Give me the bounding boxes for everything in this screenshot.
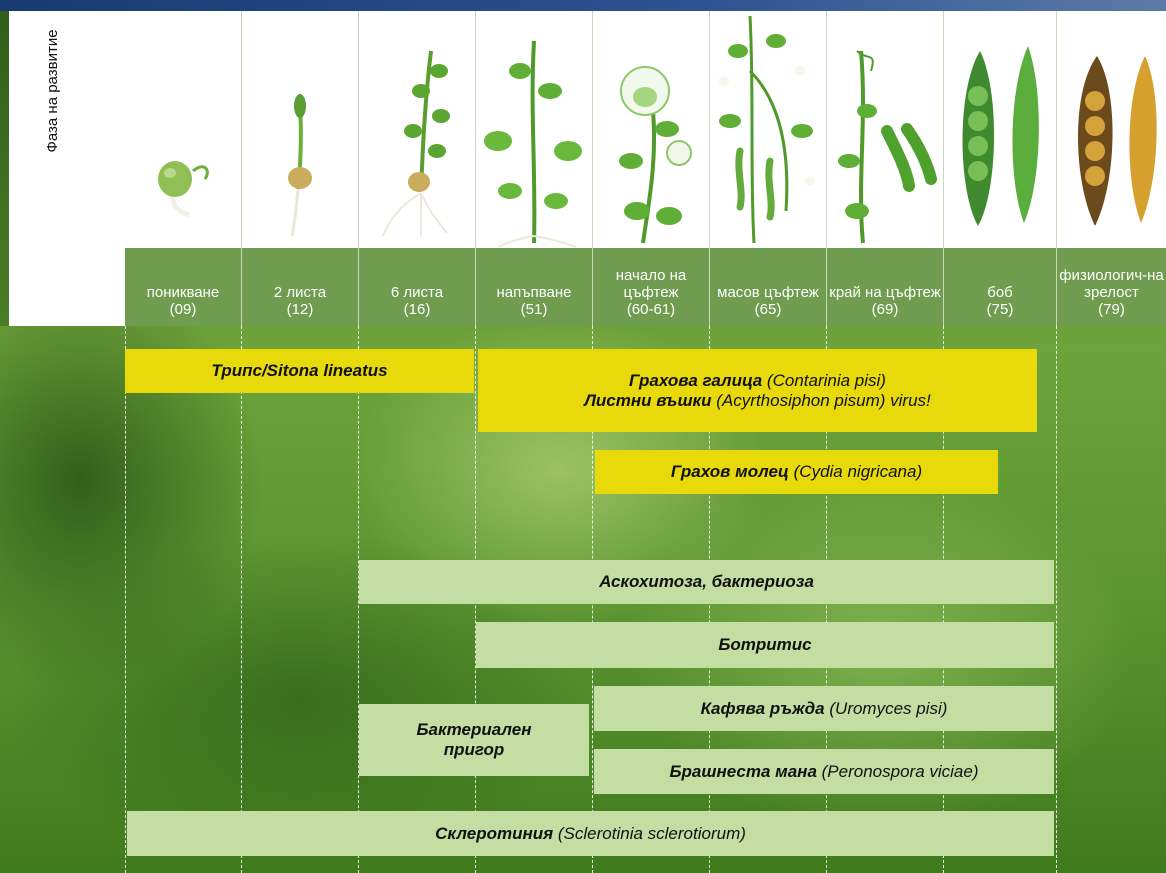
budding-plant-icon [484, 40, 582, 248]
stage-guide-line [241, 326, 242, 873]
stage-end-flowering: край на цъфтеж (69) [827, 11, 943, 326]
stage-guide-line [1056, 326, 1057, 873]
two-leaf-seedling-icon [288, 94, 312, 237]
disease-bar-ascochyta: Аскохитоза, бактериоза [359, 560, 1054, 604]
stage-name: 6 листа [390, 284, 444, 301]
stage-code: (51) [520, 301, 548, 318]
disease-name: Склеротиния [435, 823, 554, 843]
disease-name: Аскохитоза, бактериоза [599, 572, 814, 591]
disease-latin: (Peronospora viciae) [821, 761, 979, 781]
disease-bar-rust: Кафява ръжда (Uromyces pisi) [594, 686, 1054, 731]
stage-2-leaves: 2 листа (12) [242, 11, 358, 326]
column-separator [358, 11, 359, 326]
stage-label: край на цъфтеж (69) [827, 248, 943, 326]
end-flowering-icon [838, 50, 937, 244]
stage-code: (79) [1098, 301, 1125, 318]
left-edge-decoration [0, 11, 9, 326]
stage-pod: боб (75) [944, 11, 1056, 326]
column-separator [241, 11, 242, 326]
stage-6-leaves: 6 листа (16) [359, 11, 475, 326]
row-title: Фаза на развитие [44, 29, 61, 153]
stage-code: (75) [986, 301, 1014, 318]
stage-name: поникване [146, 284, 220, 301]
stage-label: боб (75) [944, 248, 1056, 326]
stage-name: физиологич-на зрелост [1059, 267, 1164, 301]
column-separator [826, 11, 827, 326]
pest-bar-midge-aphids: Грахова галица (Contarinia pisi) Листни … [478, 349, 1037, 432]
pest-name: Грахов молец [670, 462, 789, 481]
column-separator [709, 11, 710, 326]
pest-latin: (Contarinia pisi) [766, 370, 886, 390]
top-banner [0, 0, 1166, 11]
disease-name: Кафява ръжда [700, 698, 825, 718]
stage-full-flowering: масов цъфтеж (65) [710, 11, 826, 326]
disease-bar-downy-mildew: Брашнеста мана (Peronospora viciae) [594, 749, 1054, 794]
column-separator [475, 11, 476, 326]
ripe-pod-icon [1078, 56, 1157, 226]
pest-latin: (Cydia nigricana) [793, 462, 923, 481]
stage-guide-line [125, 326, 126, 873]
stage-name: боб [987, 284, 1013, 301]
pest-name: Грахова галица [629, 370, 763, 390]
flowering-start-icon [619, 66, 692, 244]
stage-guide-line [358, 326, 359, 873]
stage-emergence: поникване (09) [125, 11, 241, 326]
stage-name: напъпване [496, 284, 572, 301]
column-separator [1056, 11, 1057, 326]
pest-line-aphids: Листни въшки (Acyrthosiphon pisum) virus… [584, 391, 931, 411]
pest-latin: (Acyrthosiphon pisum) virus! [716, 390, 931, 410]
stage-code: (09) [169, 301, 197, 318]
stage-code: (69) [871, 301, 899, 318]
stage-maturity: физиологич-на зрелост (79) [1057, 11, 1166, 326]
full-flowering-icon [719, 15, 815, 244]
stage-label: напъпване (51) [476, 248, 592, 326]
stage-label: 6 листа (16) [359, 248, 475, 326]
disease-name-line2: пригор [443, 740, 505, 759]
disease-bar-bacterial-blight: Бактериален пригор [359, 704, 589, 776]
pest-bar-thrips: Трипс/Sitona lineatus [125, 349, 474, 393]
growth-stage-header: Фаза на развитие поникване (09) 2 листа … [0, 11, 1166, 326]
stage-label: начало на цъфтеж (60-61) [593, 248, 709, 326]
stage-name: масов цъфтеж [717, 284, 819, 301]
stage-name: начало на цъфтеж [615, 267, 687, 301]
disease-bar-botrytis: Ботритис [476, 622, 1054, 668]
stage-label: поникване (09) [125, 248, 241, 326]
pest-bar-pea-moth: Грахов молец (Cydia nigricana) [595, 450, 998, 494]
column-separator [943, 11, 944, 326]
stage-label: масов цъфтеж (65) [710, 248, 826, 326]
disease-bar-sclerotinia: Склеротиния (Sclerotinia sclerotiorum) [127, 811, 1054, 856]
stage-label: 2 листа (12) [242, 248, 358, 326]
pest-name: Листни въшки [584, 390, 712, 410]
pest-line-midge: Грахова галица (Contarinia pisi) [629, 371, 886, 391]
stage-code: (60-61) [626, 301, 676, 318]
stage-start-flowering: начало на цъфтеж (60-61) [593, 11, 709, 326]
seedling-emergence-icon [158, 161, 209, 218]
stage-name: 2 листа [273, 284, 327, 301]
disease-latin: (Uromyces pisi) [829, 698, 948, 718]
disease-name-line1: Бактериален [416, 720, 532, 739]
stage-code: (65) [754, 301, 782, 318]
green-pod-icon [962, 46, 1039, 226]
stage-budding: напъпване (51) [476, 11, 592, 326]
stage-code: (12) [286, 301, 314, 318]
stage-label: физиологич-на зрелост (79) [1057, 248, 1166, 326]
column-separator [592, 11, 593, 326]
disease-latin: (Sclerotinia sclerotiorum) [557, 823, 746, 843]
six-leaf-plant-icon [382, 50, 450, 237]
stage-code: (16) [403, 301, 431, 318]
disease-name: Ботритис [718, 635, 812, 654]
disease-name: Брашнеста мана [669, 761, 817, 781]
pest-name: Трипс/Sitona lineatus [211, 361, 388, 380]
stage-name: край на цъфтеж [829, 284, 941, 301]
